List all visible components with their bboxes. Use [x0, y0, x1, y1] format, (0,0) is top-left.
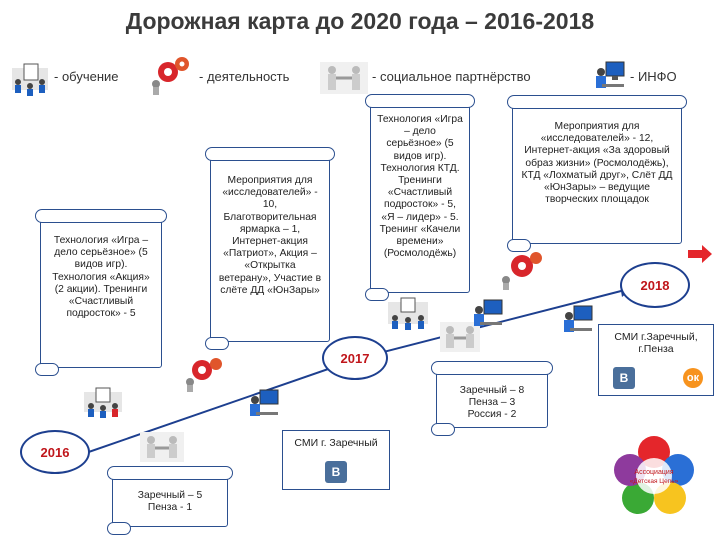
gears-icon	[180, 356, 226, 392]
odnoklassniki-icon: ок	[683, 368, 703, 388]
gears-icon	[496, 250, 546, 290]
vk-icon: В	[325, 461, 347, 483]
year-2017-badge: 2017	[322, 336, 388, 380]
legend-training-label: - обучение	[54, 69, 119, 84]
smi-zarechny-label: СМИ г. Заречный	[294, 437, 378, 449]
vk-icon: В	[613, 367, 635, 389]
legend-info-label: - ИНФО	[630, 69, 677, 84]
handshake-icon	[320, 60, 368, 96]
scroll-2016-activities: Технология «Игра – дело серьёзное» (5 ви…	[35, 209, 167, 376]
scroll-2017-partners-text: Заречный – 8 Пенза – 3 Россия - 2	[459, 385, 525, 421]
handshake-icon	[440, 322, 480, 352]
smi-zarechny-penza-label: СМИ г.Заречный, г.Пенза	[614, 331, 698, 355]
scroll-2017b-text: Технология «Игра – дело серьёзное» (5 ви…	[377, 114, 463, 260]
page-title: Дорожная карта до 2020 года – 2016-2018	[125, 8, 595, 34]
red-arrow-icon	[688, 245, 712, 263]
year-2016-badge: 2016	[20, 430, 90, 474]
legend-activity-label: - деятельность	[199, 69, 290, 84]
year-2018-badge: 2018	[620, 262, 690, 308]
scroll-2018-activities: Мероприятия для «исследователей» - 12, И…	[507, 95, 687, 252]
scroll-2017b-activities: Технология «Игра – дело серьёзное» (5 ви…	[365, 94, 475, 301]
computer-icon	[470, 296, 506, 332]
training-icon	[386, 296, 430, 332]
scroll-2016-partners: Заречный – 5 Пенза - 1	[107, 466, 233, 535]
training-icon	[10, 62, 50, 98]
gears-icon	[146, 56, 194, 96]
svg-text:«Детская Цепь»: «Детская Цепь»	[630, 478, 679, 485]
smi-zarechny-box: СМИ г. Заречный В	[282, 430, 390, 490]
scroll-2017-text: Мероприятия для «исследователей» - 10, Б…	[218, 175, 322, 296]
scroll-2016-text: Технология «Игра – дело серьёзное» (5 ви…	[52, 235, 150, 320]
handshake-icon	[140, 432, 184, 462]
computer-icon	[592, 58, 628, 94]
scroll-2018-text: Мероприятия для «исследователей» - 12, И…	[521, 121, 673, 206]
computer-icon	[246, 386, 282, 422]
training-icon	[82, 386, 124, 420]
scroll-2016-partners-text: Заречный – 5 Пенза - 1	[137, 490, 203, 514]
legend-partnership-label: - социальное партнёрство	[372, 69, 531, 84]
scroll-2017-activities: Мероприятия для «исследователей» - 10, Б…	[205, 147, 335, 350]
scroll-2017-partners: Заречный – 8 Пенза – 3 Россия - 2	[431, 361, 553, 436]
computer-icon	[560, 302, 596, 338]
svg-text:Ассоциация: Ассоциация	[634, 469, 673, 476]
smi-zarechny-penza-box: СМИ г.Заречный, г.Пенза В ок	[598, 324, 714, 396]
organization-logo: Ассоциация «Детская Цепь»	[608, 430, 700, 522]
